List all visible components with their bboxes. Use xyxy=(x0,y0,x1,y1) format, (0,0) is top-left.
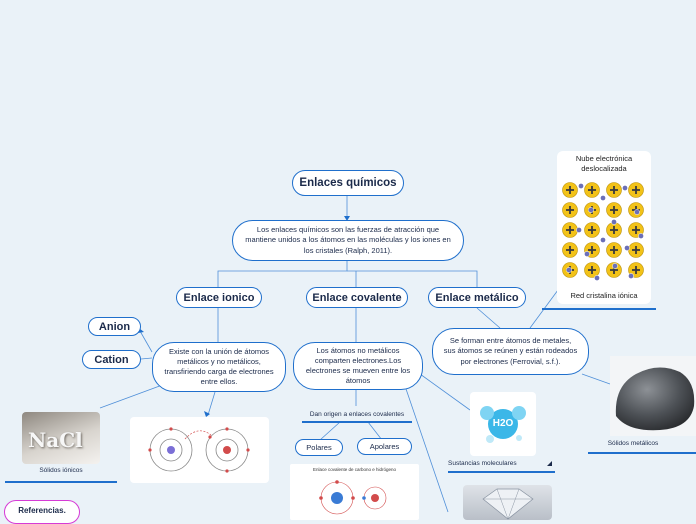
covalent-diagram[interactable]: Enlace covalente de carbono e hidrógeno xyxy=(290,464,419,520)
carbon-hydrogen-illustration xyxy=(319,480,387,515)
ionic-bond-node[interactable]: Enlace ionico xyxy=(176,287,262,308)
covalent-origin-label[interactable]: Dan origen a enlaces covalentes xyxy=(309,411,405,418)
diamond-image[interactable] xyxy=(463,485,552,520)
free-electron-icon xyxy=(611,219,617,225)
apolar-label: Apolares xyxy=(369,442,400,451)
metal-cation-icon xyxy=(584,182,600,198)
metal-cation-icon xyxy=(562,202,578,218)
h2o-label: H2O xyxy=(492,418,514,429)
free-electron-icon xyxy=(576,227,582,233)
molecular-substances-underline xyxy=(448,471,555,473)
free-electron-icon xyxy=(628,273,634,279)
diamond-icon xyxy=(482,488,534,520)
covalent-description-node[interactable]: Los átomos no metálicos comparten electr… xyxy=(293,342,423,390)
covalent-bond-label: Enlace covalente xyxy=(312,291,402,304)
title-node[interactable]: Enlaces químicos xyxy=(292,170,404,196)
ionic-solids-underline xyxy=(5,481,117,483)
definition-text: Los enlaces químicos son las fuerzas de … xyxy=(245,225,451,255)
free-electron-icon xyxy=(566,267,572,273)
metallic-lattice-image[interactable]: Nube electrónica deslocalizada Red crist… xyxy=(557,151,651,304)
free-electron-icon xyxy=(612,263,618,269)
free-electron-icon xyxy=(588,207,594,213)
metallic-solids-underline xyxy=(588,452,696,454)
anion-node[interactable]: Anion xyxy=(88,317,141,336)
water-molecule-icon xyxy=(480,406,526,443)
metal-cation-icon xyxy=(606,222,622,238)
metallic-solids-caption: Sólidos metálicos xyxy=(607,440,659,447)
title-text: Enlaces químicos xyxy=(299,177,397,189)
covalent-bond-node[interactable]: Enlace covalente xyxy=(306,287,408,308)
references-button[interactable]: Referencias. xyxy=(4,500,80,524)
h2o-molecule-image[interactable]: H2O xyxy=(470,392,536,456)
metal-cation-icon xyxy=(562,242,578,258)
covalent-origin-underline xyxy=(302,421,412,423)
crystal-lattice-illustration xyxy=(562,182,644,281)
ionic-description-text: Existe con la unión de átomos metálicos … xyxy=(164,346,274,387)
metallic-bond-label: Enlace metálico xyxy=(435,291,519,304)
metal-cation-icon xyxy=(628,182,644,198)
free-electron-icon xyxy=(638,233,644,239)
free-electron-icon xyxy=(594,275,600,281)
ionic-solids-caption: Sólidos iónicos xyxy=(39,467,83,474)
metal-cation-icon xyxy=(628,242,644,258)
electron-cloud-label: Nube electrónica deslocalizada xyxy=(575,154,633,173)
free-electron-icon xyxy=(584,251,590,257)
definition-node[interactable]: Los enlaces químicos son las fuerzas de … xyxy=(232,220,464,261)
nacl-image[interactable]: NaCl xyxy=(22,412,100,464)
free-electron-icon xyxy=(578,183,584,189)
metal-cation-icon xyxy=(562,222,578,238)
free-electron-icon xyxy=(600,237,606,243)
ionic-description-node[interactable]: Existe con la unión de átomos metálicos … xyxy=(152,342,286,392)
metallic-description-node[interactable]: Se forman entre átomos de metales, sus á… xyxy=(432,328,589,375)
polar-node[interactable]: Polares xyxy=(295,439,343,456)
free-electron-icon xyxy=(622,185,628,191)
free-electron-icon xyxy=(634,209,640,215)
metal-cation-icon xyxy=(606,242,622,258)
metal-cation-icon xyxy=(606,182,622,198)
atoms-illustration xyxy=(148,427,250,473)
collapse-toggle-icon[interactable] xyxy=(547,461,552,466)
metallic-bond-node[interactable]: Enlace metálico xyxy=(428,287,526,308)
metal-cation-icon xyxy=(562,182,578,198)
ionic-lattice-label: Red cristalina iónica xyxy=(570,291,638,300)
cation-label: Cation xyxy=(94,353,129,366)
polar-label: Polares xyxy=(306,443,332,452)
metallic-description-text: Se forman entre átomos de metales, sus á… xyxy=(443,336,578,366)
metal-cation-icon xyxy=(584,262,600,278)
free-electron-icon xyxy=(600,195,606,201)
metal-rock-icon xyxy=(615,367,695,431)
molecular-substances-caption: Sustancias moleculares xyxy=(448,460,517,467)
references-label: Referencias. xyxy=(18,506,66,515)
anion-label: Anion xyxy=(98,320,131,333)
covalent-description-text: Los átomos no metálicos comparten electr… xyxy=(305,345,411,386)
metal-cation-icon xyxy=(584,222,600,238)
lattice-underline xyxy=(542,308,656,310)
metal-cation-icon xyxy=(606,202,622,218)
covalent-diagram-title: Enlace covalente de carbono e hidrógeno xyxy=(312,467,397,472)
apolar-node[interactable]: Apolares xyxy=(357,438,412,455)
cation-node[interactable]: Cation xyxy=(82,350,141,369)
free-electron-icon xyxy=(624,245,630,251)
nacl-image-text: NaCl xyxy=(28,428,83,452)
electron-transfer-diagram[interactable] xyxy=(130,417,269,483)
ionic-bond-label: Enlace ionico xyxy=(183,291,255,304)
metal-rock-image[interactable] xyxy=(610,356,696,436)
